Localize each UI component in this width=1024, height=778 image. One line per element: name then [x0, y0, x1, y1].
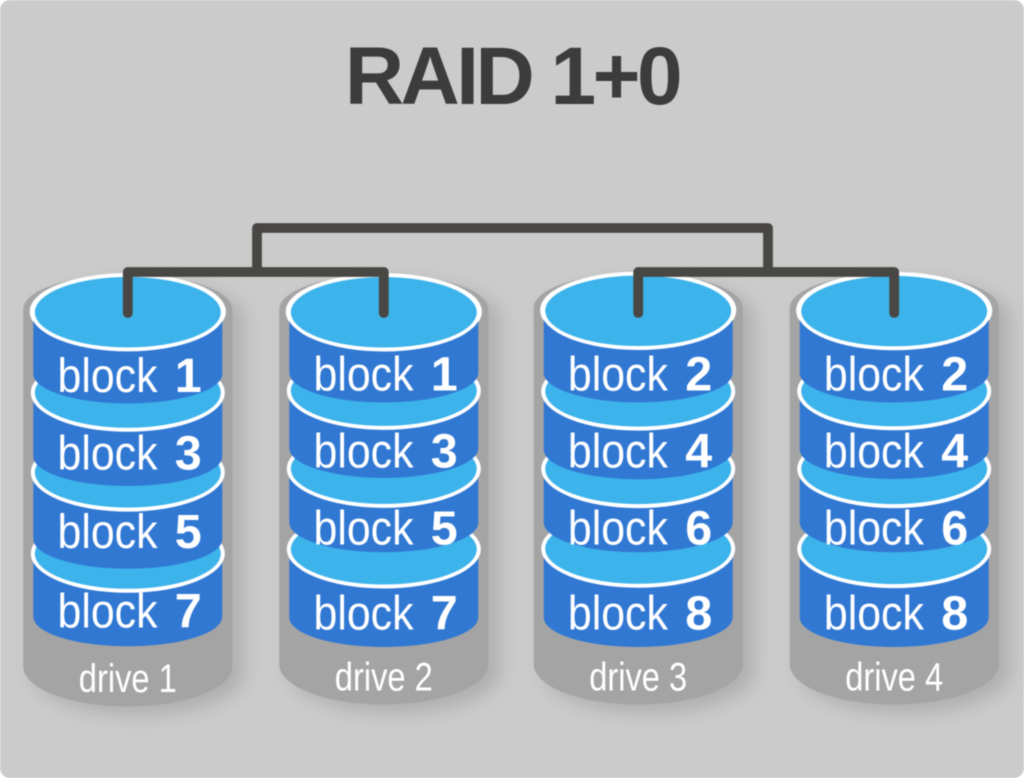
svg-text:8: 8: [685, 587, 712, 641]
svg-text:block: block: [314, 425, 415, 479]
svg-text:block: block: [824, 587, 925, 641]
svg-text:drive 4: drive 4: [845, 656, 943, 700]
svg-text:drive 3: drive 3: [589, 656, 687, 700]
svg-text:block: block: [824, 502, 925, 556]
svg-text:2: 2: [941, 348, 968, 402]
svg-text:block: block: [568, 425, 669, 479]
svg-text:block: block: [824, 348, 925, 402]
svg-text:4: 4: [685, 425, 712, 479]
svg-text:block: block: [314, 502, 415, 556]
svg-text:5: 5: [175, 505, 202, 559]
svg-text:block: block: [314, 348, 415, 402]
svg-text:2: 2: [685, 348, 712, 402]
svg-text:block: block: [568, 587, 669, 641]
svg-text:3: 3: [431, 425, 458, 479]
svg-text:1: 1: [175, 349, 202, 403]
svg-text:drive 2: drive 2: [335, 656, 433, 700]
svg-text:7: 7: [431, 587, 458, 641]
svg-text:block: block: [58, 505, 159, 559]
svg-text:7: 7: [175, 585, 202, 639]
svg-text:block: block: [568, 348, 669, 402]
svg-text:1: 1: [431, 348, 458, 402]
svg-text:block: block: [568, 502, 669, 556]
svg-text:drive 1: drive 1: [79, 657, 177, 701]
svg-text:8: 8: [941, 587, 968, 641]
svg-text:6: 6: [941, 502, 968, 556]
svg-text:3: 3: [175, 427, 202, 481]
svg-text:block: block: [58, 349, 159, 403]
svg-text:block: block: [314, 587, 415, 641]
svg-text:block: block: [58, 585, 159, 639]
svg-text:block: block: [58, 427, 159, 481]
svg-text:6: 6: [685, 502, 712, 556]
svg-text:5: 5: [431, 502, 458, 556]
svg-text:block: block: [824, 425, 925, 479]
svg-text:4: 4: [941, 425, 968, 479]
svg-text:RAID 1+0: RAID 1+0: [345, 31, 680, 122]
